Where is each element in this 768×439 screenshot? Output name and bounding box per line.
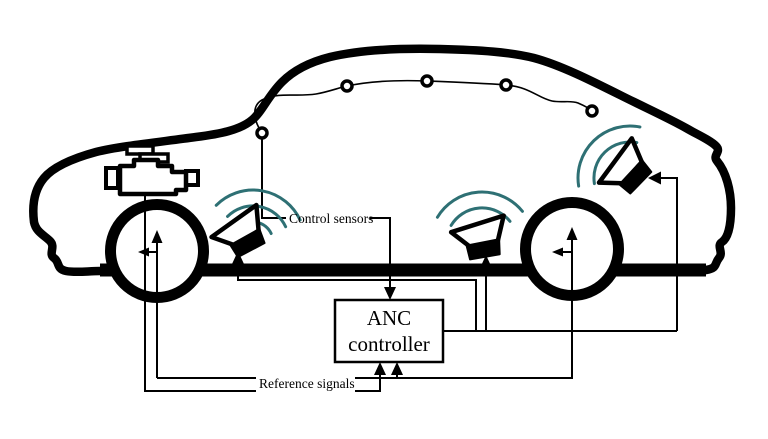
arrowhead [374, 362, 386, 375]
wire [237, 258, 477, 331]
wire [355, 374, 381, 392]
arrowhead [384, 287, 396, 300]
wave-arc [214, 188, 302, 222]
anc-controller-box: ANC controller [333, 298, 445, 364]
engine-icon [104, 144, 200, 197]
anc-controller-border [333, 298, 445, 364]
arrowhead [648, 171, 661, 185]
roof-sensor-array [253, 74, 599, 140]
arrowhead [151, 230, 163, 243]
engine-block [117, 157, 189, 197]
wire [355, 238, 573, 379]
anc-controller-label-line2: controller [348, 332, 430, 356]
roof-sensor-dot [585, 104, 599, 118]
wave-arc [576, 124, 642, 188]
arrowhead [391, 362, 403, 375]
roof-sensor-dot [255, 126, 269, 140]
wave-arc [435, 190, 524, 219]
car-silhouette [29, 44, 736, 277]
speaker-icon-rear [596, 136, 653, 195]
speaker-icon-front [209, 202, 266, 259]
arrowhead [138, 247, 149, 257]
roof-sensor-dot [499, 78, 513, 92]
control-sensors-label: Control sensors [289, 211, 373, 226]
speaker-icon-middle [448, 213, 506, 261]
wire [370, 217, 391, 288]
roof-sensor-dot [340, 79, 354, 93]
wave-arc [226, 204, 288, 229]
anc-controller-label-line1: ANC [367, 306, 411, 330]
wiring [144, 139, 678, 392]
wire [144, 196, 256, 392]
speaker-driver [618, 159, 653, 195]
arrowhead [480, 255, 492, 268]
wire [661, 177, 678, 331]
speaker-driver [229, 227, 266, 259]
arrowhead [566, 227, 578, 240]
arrowhead [552, 247, 563, 257]
roof-sensor-dot [420, 74, 434, 88]
speaker-driver [465, 238, 501, 261]
engine-left-flange [104, 166, 120, 190]
arrowheads [138, 171, 661, 375]
reference-signals-label: Reference signals [259, 376, 355, 391]
